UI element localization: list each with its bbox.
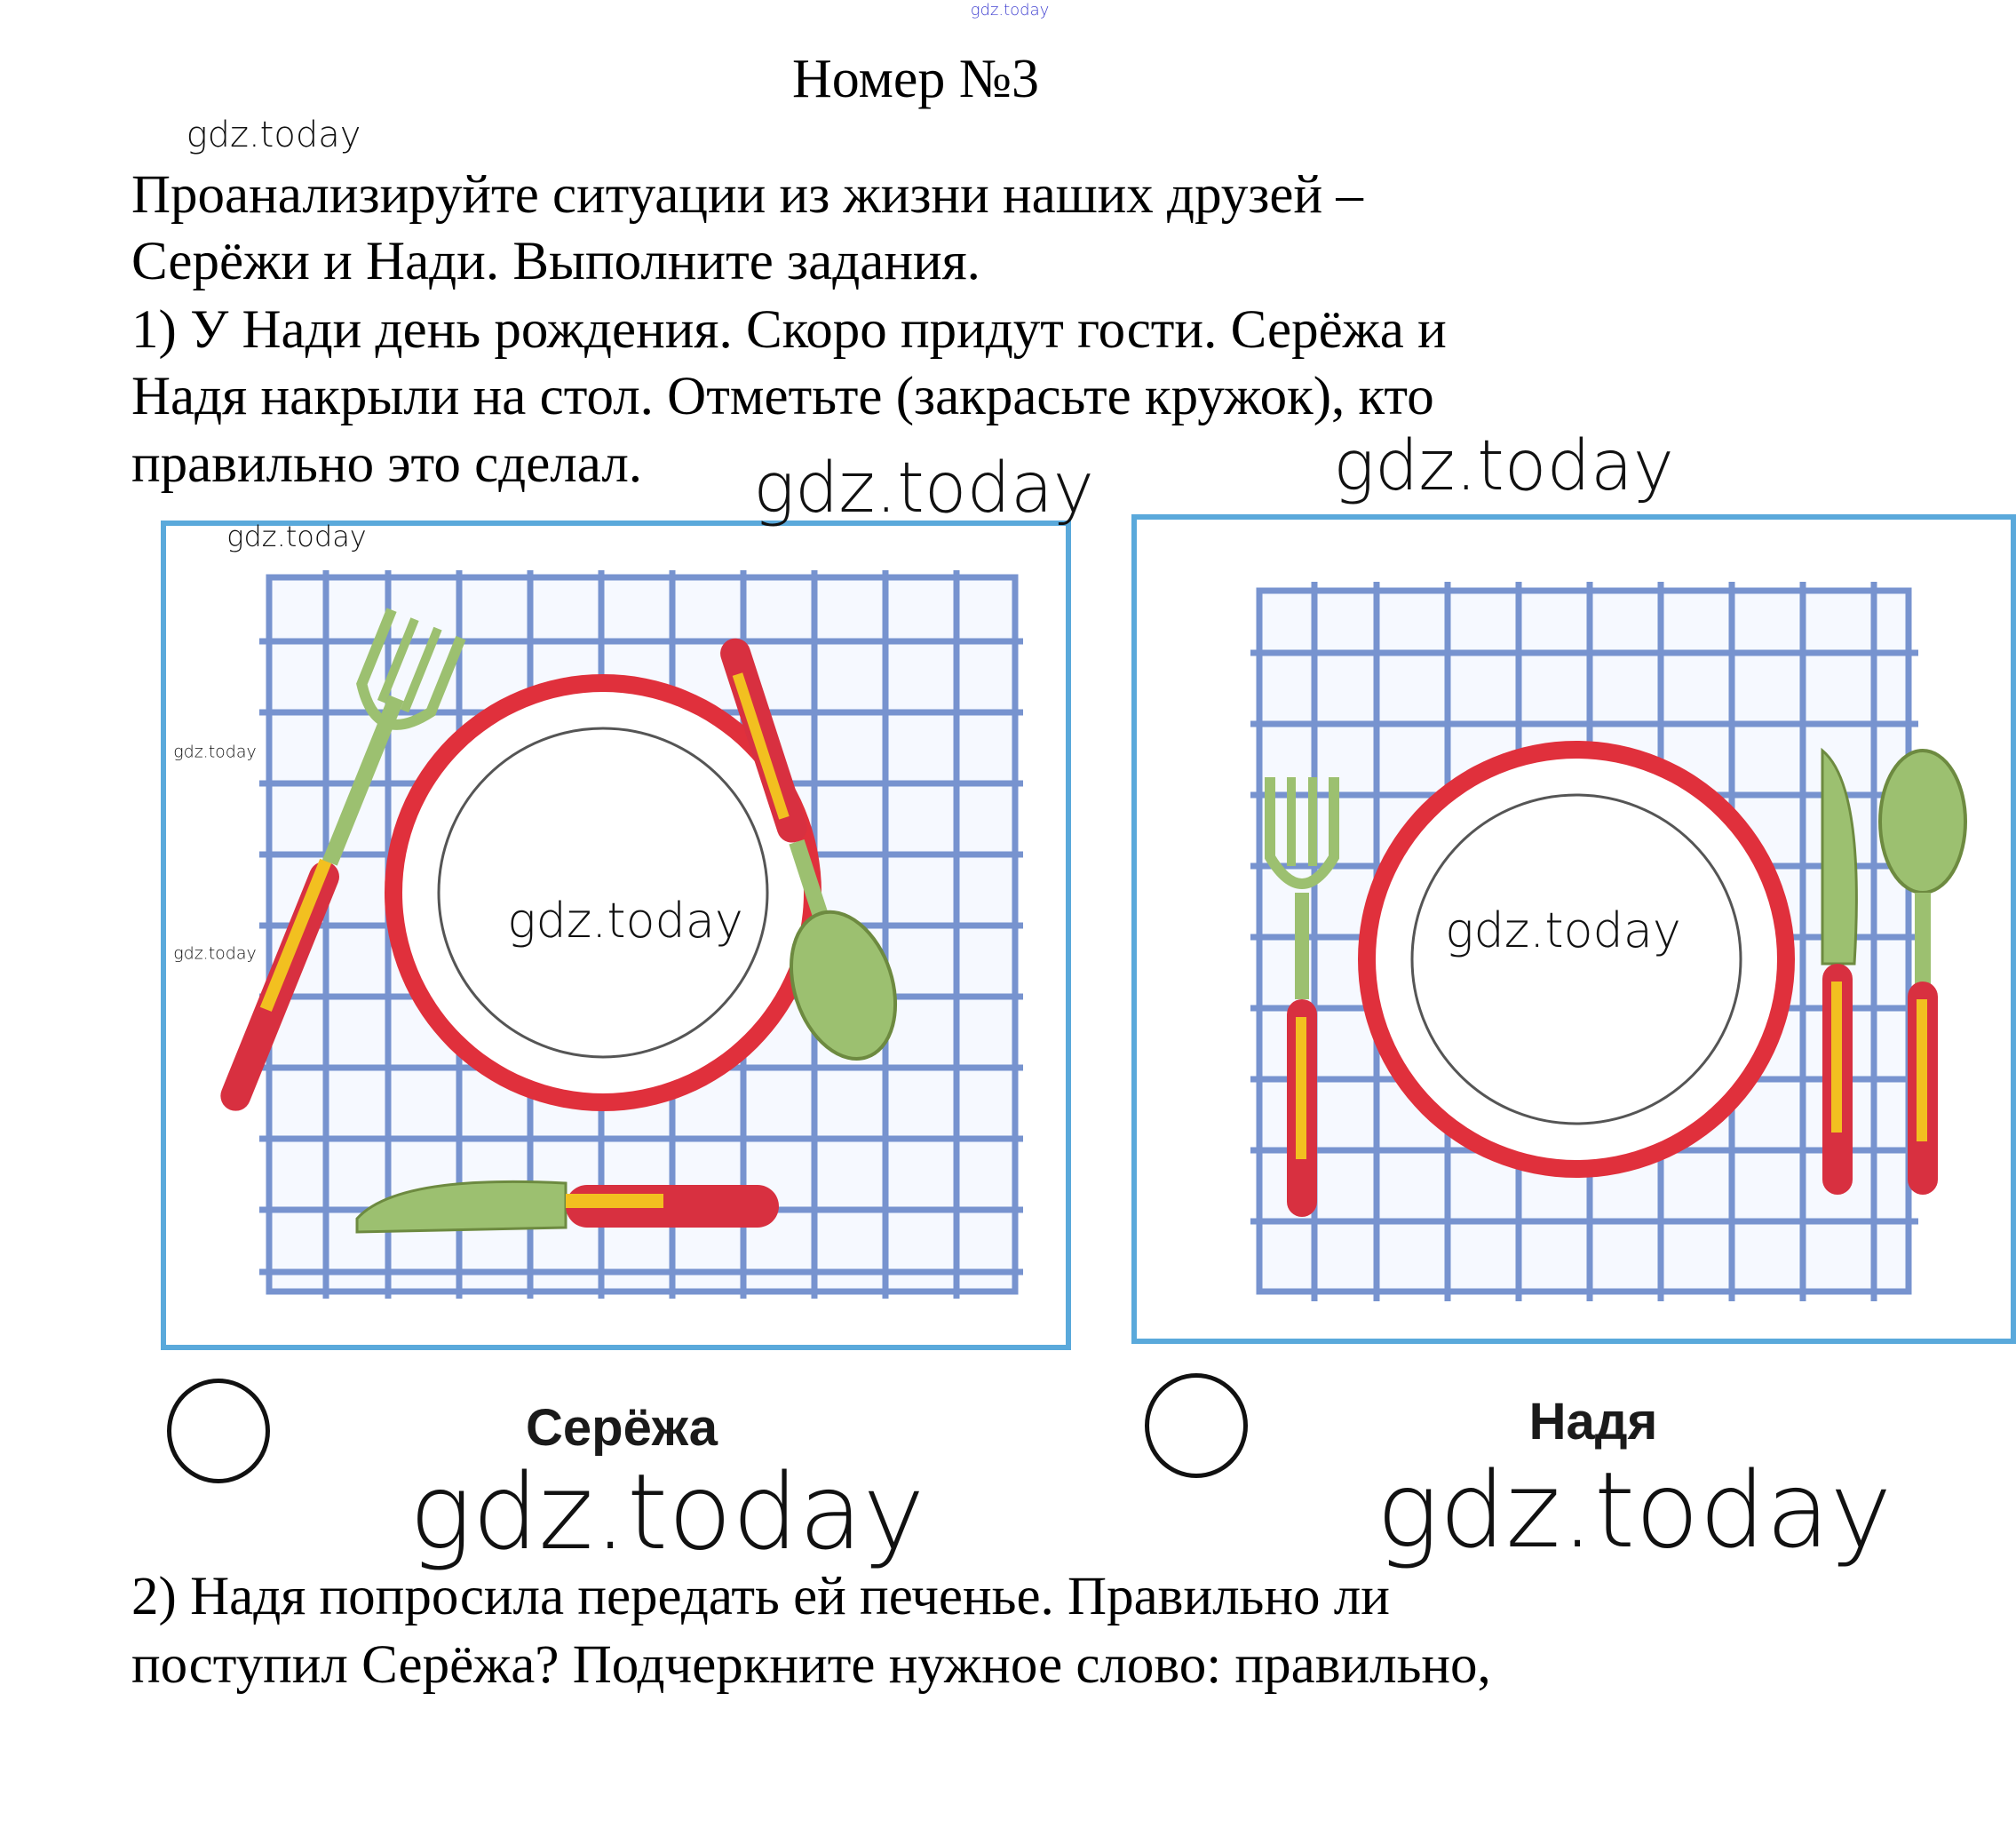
fork-icon (220, 608, 466, 1111)
radio-nadya[interactable] (1145, 1373, 1248, 1478)
plate-icon (1358, 741, 1795, 1178)
watermark: gdz.today (1376, 1449, 1893, 1571)
fork-icon (1265, 777, 1339, 1217)
knife-icon (355, 1180, 779, 1234)
placemat-illustration (220, 570, 1023, 1299)
plate-icon (385, 674, 821, 1111)
page-title: Номер №3 (791, 49, 1039, 109)
watermark: gdz.today (409, 1451, 925, 1573)
task1-line: 1) У Нади день рождения. Скоро придут го… (131, 300, 1447, 360)
intro-line: Серёжи и Нади. Выполните задания. (131, 232, 980, 291)
watermark: gdz.today (173, 943, 257, 964)
option-label-serezha: Серёжа (526, 1399, 718, 1457)
task2-line: поступил Серёжа? Подчеркните нужное слов… (131, 1635, 1491, 1695)
watermark: gdz.today (226, 520, 367, 553)
knife-icon (1821, 747, 1858, 1195)
watermark: gdz.today (1333, 426, 1674, 506)
watermark: gdz.today (186, 115, 361, 155)
picture-serezha-table-setting (161, 521, 1071, 1350)
radio-serezha[interactable] (167, 1379, 270, 1483)
task1-line: Надя накрыли на стол. Отметьте (закрасьт… (131, 367, 1434, 426)
watermark: gdz.today (970, 1, 1050, 20)
task2-line: 2) Надя попросила передать ей печенье. П… (131, 1567, 1390, 1626)
watermark: gdz.today (753, 449, 1094, 529)
intro-line: Проанализируйте ситуации из жизни наших … (131, 165, 1363, 225)
spoon-icon (1878, 749, 1967, 1195)
picture-nadya-table-setting (1131, 514, 2016, 1344)
watermark: gdz.today (1445, 902, 1681, 958)
task1-line: правильно это сделал. (131, 434, 643, 494)
watermark: gdz.today (173, 742, 257, 762)
spoon-icon (720, 638, 898, 1061)
watermark: gdz.today (507, 893, 743, 949)
option-label-nadya: Надя (1528, 1393, 1658, 1451)
placemat-illustration (1250, 582, 1967, 1301)
